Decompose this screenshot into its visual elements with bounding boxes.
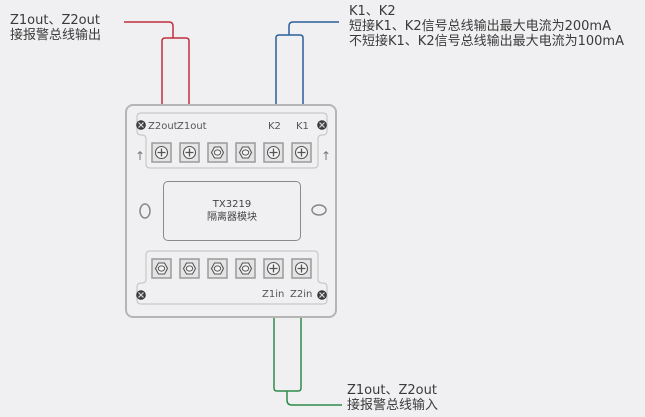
red-output-wire <box>124 21 190 104</box>
terminal-label-z1out: Z1out <box>177 121 207 132</box>
top-right-annotation: K1、K2 短接K1、K2信号总线输出最大电流为200mA 不短接K1、K2信号… <box>349 4 624 49</box>
k-not-shorted-note: 不短接K1、K2信号总线输出最大电流为100mA <box>349 34 624 49</box>
hex-screw-icon <box>179 258 200 279</box>
hex-screw-icon <box>235 258 256 279</box>
bottom-terminal-block <box>136 250 328 305</box>
input-description: 接报警总线输入 <box>347 398 439 413</box>
top-terminal-block <box>136 112 328 169</box>
up-arrow-icon-right: ↑ <box>321 149 332 163</box>
up-arrow-icon-left: ↑ <box>135 149 146 163</box>
phillips-screw-icon <box>179 142 200 163</box>
phillips-screw-icon <box>151 142 172 163</box>
k-terminal-names: K1、K2 <box>349 4 396 19</box>
hex-screw-icon <box>207 142 228 163</box>
terminal-label-z2out: Z2out <box>148 121 178 132</box>
terminal-label-k2: K2 <box>268 121 281 132</box>
phillips-screw-icon <box>291 142 312 163</box>
mounting-hole-right <box>311 204 327 216</box>
module-model: TX3219 <box>212 199 252 210</box>
input-terminal-names: Z1out、Z2out <box>347 383 437 398</box>
terminal-label-z2in: Z2in <box>290 289 313 300</box>
terminal-label-z1in: Z1in <box>262 289 285 300</box>
hex-screw-icon <box>207 258 228 279</box>
output-terminal-names: Z1out、Z2out <box>10 13 100 28</box>
corner-screw-icon <box>136 120 146 130</box>
phillips-screw-icon <box>263 142 284 163</box>
green-input-wire <box>273 318 342 406</box>
bottom-terminal-screws <box>151 258 312 279</box>
corner-screw-icon <box>317 290 327 300</box>
mounting-hole-left <box>139 203 151 219</box>
isolator-module-body <box>125 104 337 318</box>
bottom-annotation: Z1out、Z2out 接报警总线输入 <box>347 383 438 413</box>
terminal-label-k1: K1 <box>296 121 309 132</box>
hex-screw-icon <box>235 142 256 163</box>
module-name-plate: TX3219 隔离器模块 <box>163 181 301 241</box>
k-shorted-note: 短接K1、K2信号总线输出最大电流为200mA <box>349 19 611 34</box>
corner-screw-icon <box>317 120 327 130</box>
output-description: 接报警总线输出 <box>10 28 102 43</box>
top-left-annotation: Z1out、Z2out 接报警总线输出 <box>10 13 101 43</box>
blue-k-wire <box>275 21 339 104</box>
top-terminal-screws <box>151 142 312 163</box>
phillips-screw-icon <box>263 258 284 279</box>
corner-screw-icon <box>136 290 146 300</box>
phillips-screw-icon <box>291 258 312 279</box>
hex-screw-icon <box>151 258 172 279</box>
module-name: 隔离器模块 <box>207 212 257 223</box>
